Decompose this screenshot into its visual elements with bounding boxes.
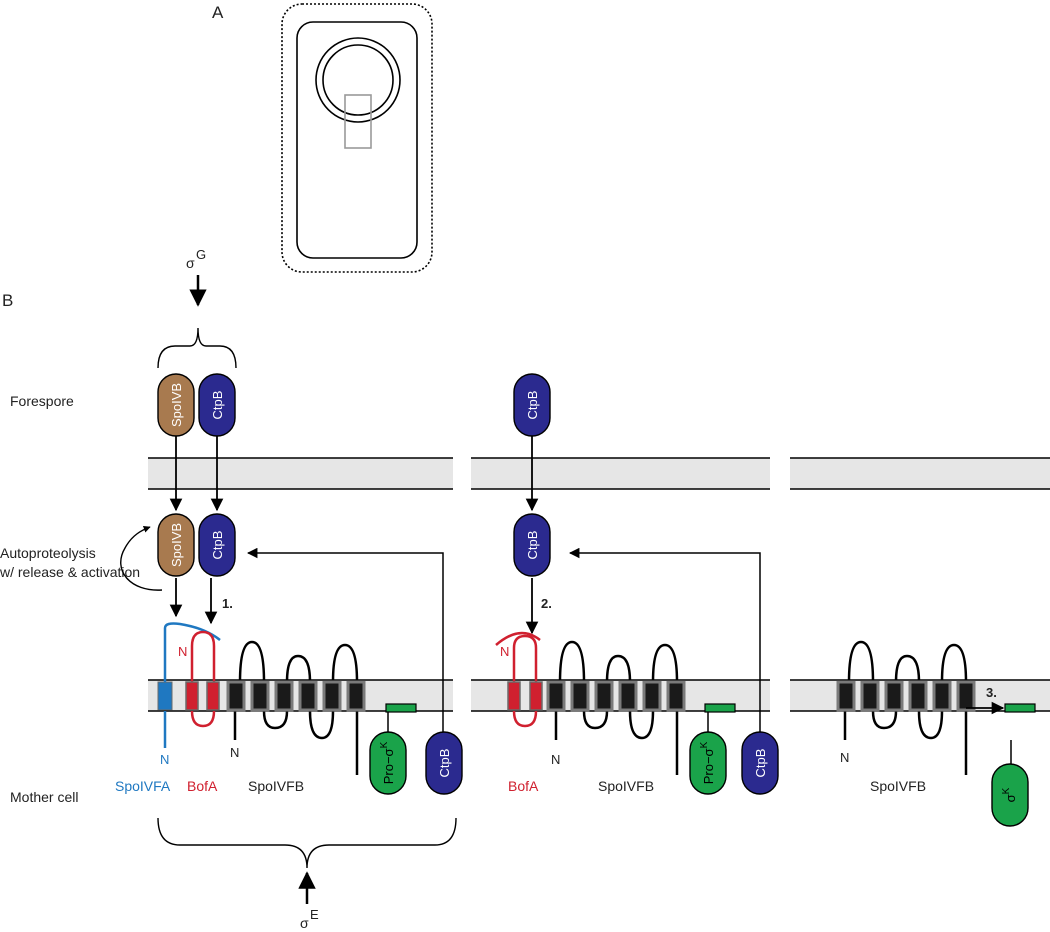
sigma-g-superscript: G [196,247,206,262]
outer-membrane-3 [790,458,1050,489]
ctpb-mother-1: CtpB [425,731,463,795]
bofa-label-1: BofA [187,778,218,794]
ctpb-secretion-arrow-1 [246,547,444,735]
ctpb-intermembrane-1: CtpB [198,513,236,577]
ctpb-secretion-arrow-2 [568,547,761,735]
step-2-label: 2. [541,596,552,611]
pro-peptide [1004,703,1036,713]
panel-label-a: A [212,3,224,22]
sigma-k-label: σK [1001,787,1018,802]
forespore-outer-membrane [315,37,401,123]
forespore-label: Forespore [10,393,74,409]
pro-sigma-k-1: Pro−σK [369,703,417,795]
pro-sigma-k-2-label: Pro−σK [699,741,716,784]
autoproteolysis-arrow [120,525,163,591]
spoivfb-label-3: SpoIVFB [870,778,926,794]
ctpb-mother-1-label: CtpB [437,749,452,778]
spoivfb-n-terminus-1: N [230,745,239,760]
ctpb-mother-2-label: CtpB [753,749,768,778]
step-1-label: 1. [222,596,233,611]
spoivfb-label-1: SpoIVFB [248,778,304,794]
sigma-e-superscript: E [310,907,319,922]
outer-membrane-2 [471,458,770,489]
ctpb-mother-2: CtpB [741,731,779,795]
mother-cell-bracket [157,817,457,869]
autoproteolysis-text-2: w/ release & activation [0,564,140,580]
sigma-k-free: σK [991,740,1029,827]
outer-cell-boundary [281,3,433,273]
pro-sigma-k-2: Pro−σK [689,703,736,795]
sigma-e-symbol: σ [300,915,309,931]
sigma-e-label: σ E [300,907,319,931]
ctpb-intermembrane-2: CtpB [513,513,551,577]
spoivfb-n-terminus-3: N [840,750,849,765]
spoivfa-protein: N [157,622,221,767]
spoivfb-protein-3: N [836,640,976,775]
pro-sigma-k-1-label: Pro−σK [379,741,396,784]
mother-cell-label: Mother cell [10,789,78,805]
ctpb-forespore-2: CtpB [513,373,551,437]
ctpb-intermembrane-2-label: CtpB [525,531,540,560]
step-3-label: 3. [986,685,997,700]
outer-membrane-1 [148,458,453,489]
spoivfb-protein-1: N [226,640,366,775]
bofa-n-terminus-1: N [178,644,187,659]
bofa-label-2: BofA [508,778,539,794]
panel-label-b: B [2,291,13,310]
bofa-protein-2: N [495,631,543,728]
mother-cell-outline [296,21,418,259]
spoivb-released-label: SpoIVB [169,523,184,567]
spoivb-forespore: SpoIVB [157,373,195,437]
ctpb-forespore-1-label: CtpB [210,391,225,420]
spoivfb-protein-2: N [546,640,686,775]
spoivb-forespore-label: SpoIVB [169,383,184,427]
cell-schematic [281,3,433,273]
spoivfa-label: SpoIVFA [115,778,171,794]
bofa-protein: N [178,630,220,728]
ctpb-forespore-1: CtpB [198,373,236,437]
autoproteolysis-text-1: Autoproteolysis [0,545,96,561]
forespore-bracket [157,327,237,369]
sigma-g-label: σ G [186,247,206,271]
sigma-g-symbol: σ [186,255,195,271]
bofa-n-terminus-2: N [500,644,509,659]
spoivb-released: SpoIVB [157,513,195,577]
ctpb-intermembrane-1-label: CtpB [210,531,225,560]
ctpb-forespore-2-label: CtpB [525,391,540,420]
spoivfb-label-2: SpoIVFB [598,778,654,794]
spoivfb-n-terminus-2: N [551,752,560,767]
inset-region-box [344,94,372,149]
spoivfa-n-terminus: N [160,752,169,767]
forespore-inner-membrane [322,44,394,116]
